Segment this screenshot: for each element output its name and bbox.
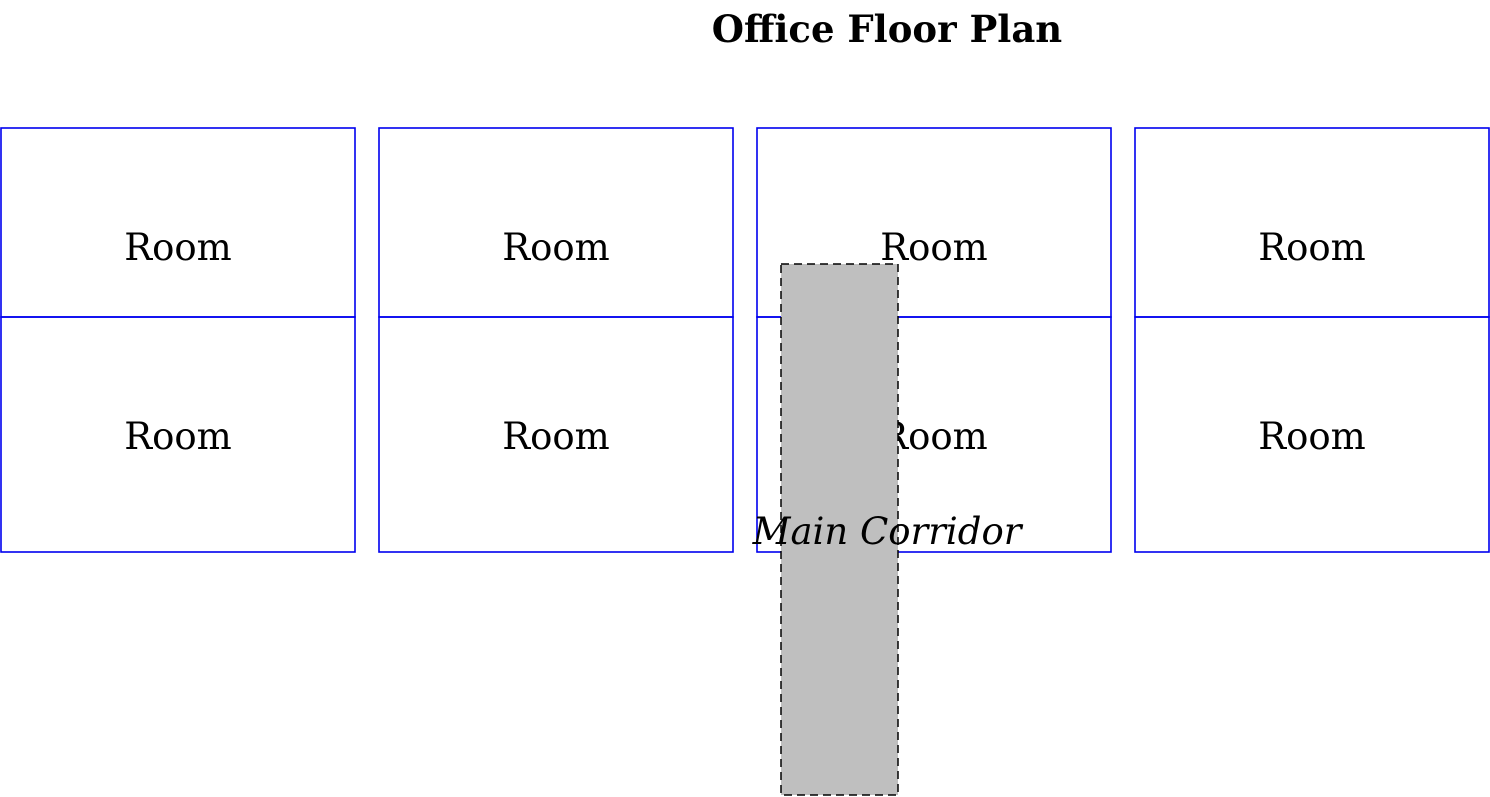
- room-top-3: Room: [756, 127, 1112, 318]
- room-top-2-outline: [378, 127, 734, 318]
- room-top-2: Room: [378, 127, 734, 318]
- room-top-1: Room: [0, 127, 356, 318]
- main-corridor-label: Main Corridor: [752, 510, 1024, 553]
- room-bottom-2-label: Room: [502, 415, 610, 458]
- room-bottom-4-label: Room: [1258, 415, 1366, 458]
- room-bottom-3-outline: [756, 316, 1112, 553]
- main-corridor: Main Corridor: [752, 263, 1024, 796]
- room-bottom-4-outline: [1134, 316, 1490, 553]
- room-top-4: Room: [1134, 127, 1490, 318]
- room-top-2-label: Room: [502, 226, 610, 269]
- room-top-4-label: Room: [1258, 226, 1366, 269]
- room-bottom-2: Room: [378, 316, 734, 553]
- room-top-3-label: Room: [880, 226, 988, 269]
- room-bottom-4: Room: [1134, 316, 1490, 553]
- main-corridor-shape: [780, 263, 899, 796]
- diagram-title: Office Floor Plan: [712, 7, 1063, 51]
- room-bottom-1-outline: [0, 316, 356, 553]
- room-bottom-1-label: Room: [124, 415, 232, 458]
- room-bottom-2-outline: [378, 316, 734, 553]
- room-top-1-label: Room: [124, 226, 232, 269]
- room-bottom-1: Room: [0, 316, 356, 553]
- room-top-4-outline: [1134, 127, 1490, 318]
- room-top-1-outline: [0, 127, 356, 318]
